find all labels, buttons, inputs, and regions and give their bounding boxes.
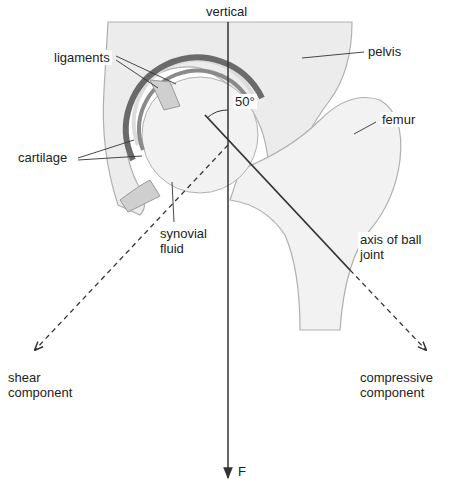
angle-arc <box>207 110 228 118</box>
force-label: shear component <box>6 370 90 400</box>
force-label: F <box>236 464 248 479</box>
femoral-head <box>142 77 258 193</box>
part-label: femur <box>380 112 417 127</box>
axis-line <box>205 115 350 270</box>
force-label: compressive component <box>358 370 454 400</box>
leader-lines <box>78 52 376 222</box>
compressive-arrow <box>350 270 426 350</box>
part-label: pelvis <box>366 44 403 59</box>
angle-label: 50° <box>233 94 257 109</box>
vertical-line <box>227 22 229 478</box>
axis-label: axis of ball joint <box>358 232 426 262</box>
shear-arrow <box>35 145 228 350</box>
socket-cartilage <box>126 57 262 160</box>
part-label: synovial fluid <box>158 226 224 256</box>
part-label: ligaments <box>52 50 112 65</box>
ligament <box>120 180 160 212</box>
axis-label: vertical <box>204 4 249 19</box>
part-label: cartilage <box>16 150 69 165</box>
ligament <box>150 80 180 110</box>
head-cartilage <box>139 71 252 150</box>
